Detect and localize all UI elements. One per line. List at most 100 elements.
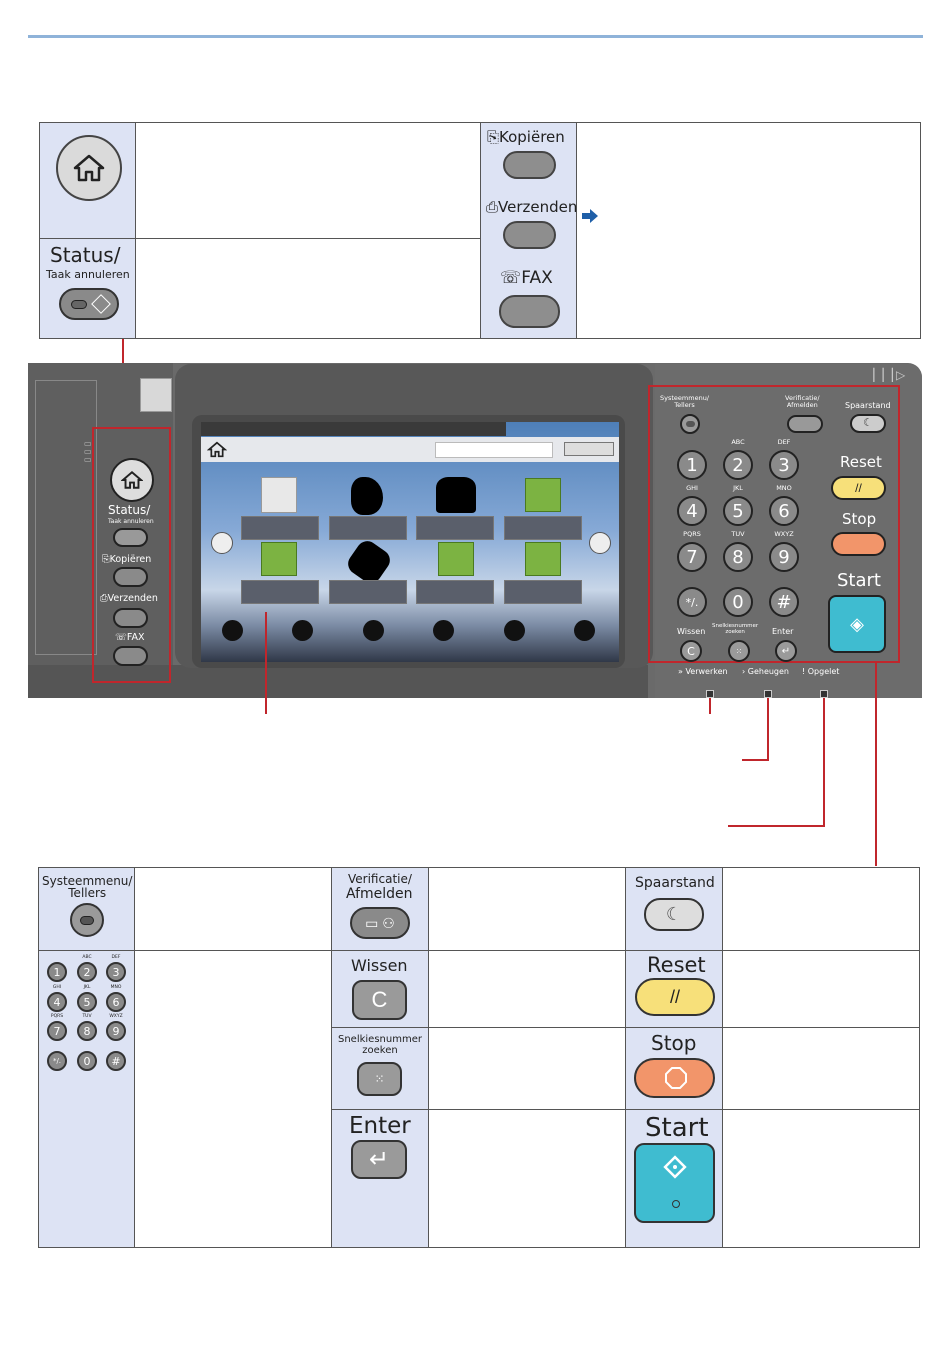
key-9[interactable]: */. — [47, 1051, 67, 1071]
screen-next-button[interactable] — [589, 532, 611, 554]
app-icon-5[interactable] — [261, 542, 297, 576]
send-app-icon[interactable] — [351, 477, 383, 515]
panel-sysmenu-button[interactable] — [680, 414, 700, 434]
panel-enter-label: Enter — [772, 627, 794, 636]
screen-dot — [574, 620, 595, 641]
start-button[interactable] — [634, 1143, 715, 1223]
screen-prev-button[interactable] — [211, 532, 233, 554]
panel-key-8[interactable]: 9 — [769, 542, 799, 572]
panel-enter-button[interactable]: ↵ — [775, 640, 797, 662]
screen-dot — [222, 620, 243, 641]
box-app-icon[interactable] — [525, 478, 561, 512]
panel-key-letters: ABC — [731, 438, 745, 446]
key-11[interactable]: # — [106, 1051, 126, 1071]
send-label: ⎙Verzenden — [486, 198, 578, 216]
key-8[interactable]: 9 — [106, 1021, 126, 1041]
energy-button[interactable]: ☾ — [644, 898, 704, 931]
led-icon — [70, 299, 87, 309]
start-icon — [663, 1155, 687, 1179]
panel-reset-label: Reset — [840, 453, 882, 471]
panel-stop-label: Stop — [842, 510, 877, 528]
panel-key-letters: PQRS — [683, 530, 701, 538]
stop-label: Stop — [651, 1031, 697, 1055]
panel-clear-button[interactable]: C — [680, 640, 702, 662]
key-1[interactable]: 2 — [77, 962, 97, 982]
status-title: Status/ — [50, 243, 121, 267]
panel-status-sub: Taak annuleren — [108, 518, 154, 525]
panel-key-letters: DEF — [777, 438, 791, 446]
keypad-highlight — [648, 385, 900, 663]
panel-verify-button[interactable] — [787, 415, 823, 433]
key-6[interactable]: 7 — [47, 1021, 67, 1041]
fax-button[interactable] — [499, 295, 560, 328]
screen-dot — [433, 620, 454, 641]
panel-start-button[interactable]: ◈ — [828, 595, 886, 653]
stop-button[interactable] — [634, 1058, 715, 1098]
clear-label: Wissen — [351, 956, 408, 975]
panel-status-button[interactable] — [113, 528, 148, 547]
panel-key-5[interactable]: 6 — [769, 496, 799, 526]
panel-copy-button[interactable] — [113, 567, 148, 587]
panel-key-1[interactable]: 2 — [723, 450, 753, 480]
top-rule — [28, 35, 923, 38]
panel-stop-button[interactable] — [831, 532, 886, 556]
led-attention — [820, 690, 828, 698]
screen-top-button[interactable] — [564, 442, 614, 456]
status-subtitle: Taak annuleren — [46, 268, 130, 281]
screen-home-icon[interactable] — [207, 441, 227, 458]
left-keys-highlight — [92, 427, 171, 683]
panel-key-4[interactable]: 5 — [723, 496, 753, 526]
copy-app-icon[interactable] — [261, 477, 297, 513]
enter-button[interactable]: ↵ — [351, 1140, 407, 1179]
key-letters: TUV — [82, 1014, 92, 1019]
panel-key-7[interactable]: 8 — [723, 542, 753, 572]
quick-button[interactable]: ⁙ — [357, 1062, 402, 1096]
sysmenu-button[interactable] — [70, 903, 104, 937]
reset-label: Reset — [647, 953, 706, 977]
panel-key-6[interactable]: 7 — [677, 542, 707, 572]
panel-energy-label: Spaarstand — [845, 401, 891, 410]
key-letters: PQRS — [50, 1014, 64, 1019]
panel-fax-button[interactable] — [113, 646, 148, 666]
key-4[interactable]: 5 — [77, 992, 97, 1012]
panel-key-0[interactable]: 1 — [677, 450, 707, 480]
clear-button[interactable]: C — [352, 980, 407, 1020]
app-icon-7[interactable] — [438, 542, 474, 576]
verify-button[interactable]: ▭ ⚇ — [350, 907, 410, 939]
key-0[interactable]: 1 — [47, 962, 67, 982]
fax-app-icon[interactable] — [436, 477, 476, 513]
screen-dot — [363, 620, 384, 641]
stop-icon — [665, 1067, 687, 1089]
panel-home-button[interactable] — [110, 458, 154, 502]
key-7[interactable]: 8 — [77, 1021, 97, 1041]
send-button[interactable] — [503, 221, 556, 249]
energy-label: Spaarstand — [635, 875, 715, 891]
panel-key-10[interactable]: 0 — [723, 587, 753, 617]
key-5[interactable]: 6 — [106, 992, 126, 1012]
key-3[interactable]: 4 — [47, 992, 67, 1012]
panel-key-11[interactable]: # — [769, 587, 799, 617]
panel-reset-button[interactable]: // — [831, 476, 886, 500]
panel-key-3[interactable]: 4 — [677, 496, 707, 526]
app-icon-8[interactable] — [525, 542, 561, 576]
panel-key-letters: GHI — [686, 484, 698, 492]
verify-label-2: Afmelden — [346, 886, 413, 902]
panel-start-label: Start — [837, 570, 881, 591]
key-10[interactable]: 0 — [77, 1051, 97, 1071]
reset-button[interactable]: // — [635, 978, 715, 1016]
touch-panel[interactable] — [201, 422, 619, 662]
fax-label: ☏FAX — [500, 268, 553, 288]
panel-key-9[interactable]: */. — [677, 587, 707, 617]
panel-energy-button[interactable]: ☾ — [850, 414, 886, 433]
panel-key-2[interactable]: 3 — [769, 450, 799, 480]
arrow-right-icon — [582, 209, 598, 223]
copy-button[interactable] — [503, 151, 556, 179]
sysmenu-label: Systeemmenu/ Tellers — [42, 874, 133, 900]
panel-send-button[interactable] — [113, 608, 148, 628]
home-button[interactable] — [56, 135, 122, 201]
panel-quick-button[interactable]: ⁙ — [728, 640, 750, 662]
status-cancel-button[interactable] — [59, 288, 119, 320]
screen-login-field[interactable] — [435, 442, 553, 458]
key-2[interactable]: 3 — [106, 962, 126, 982]
bottom-legend-table — [38, 867, 920, 1248]
